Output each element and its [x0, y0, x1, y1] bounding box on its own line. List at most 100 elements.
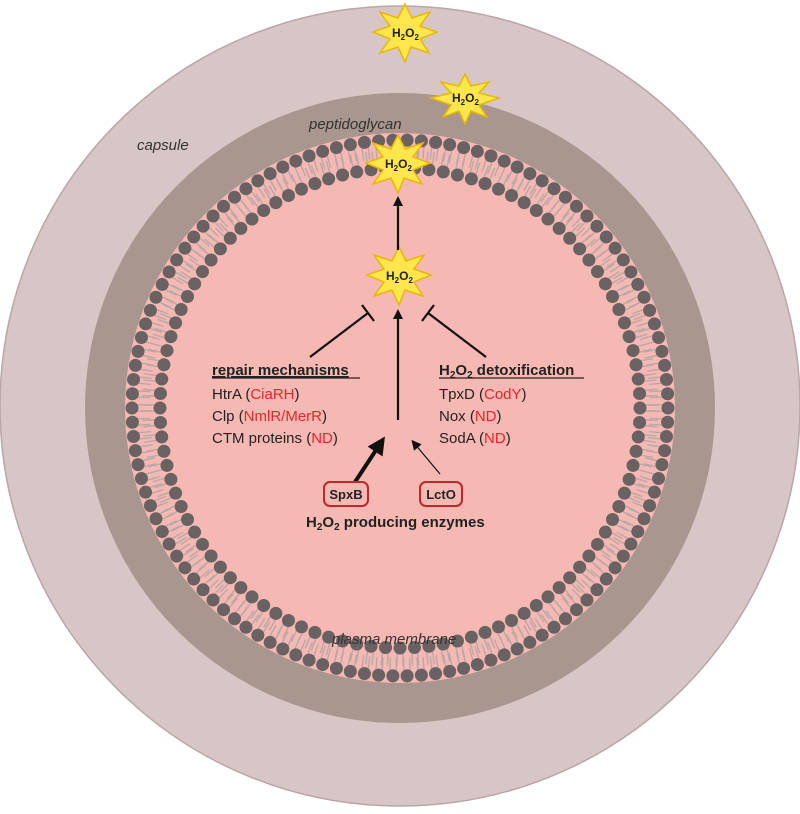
- lipid-head: [523, 635, 537, 649]
- lipid-head: [491, 620, 505, 634]
- repair-reg-nmlr: NmlR/MerR: [244, 408, 322, 425]
- lipid-head: [422, 639, 436, 653]
- lipid-head: [652, 472, 666, 486]
- h2o2-mem-o: O: [398, 157, 407, 171]
- lipid-head: [187, 572, 201, 586]
- lipid-head: [478, 177, 492, 191]
- lipid-head: [631, 372, 645, 386]
- h2o2-ctr-sub1: 2: [395, 276, 400, 285]
- detox-close-2: ): [506, 430, 511, 447]
- lipid-head: [582, 549, 596, 563]
- lipid-head: [308, 177, 322, 191]
- lipid-head: [517, 606, 531, 620]
- h2o2-cap-o: O: [465, 91, 474, 105]
- svg-text:CTM proteins (ND): CTM proteins (ND): [212, 430, 338, 447]
- h2o2-cap-sub2: 2: [474, 98, 479, 107]
- svg-text:H2O2: H2O2: [452, 91, 479, 107]
- lipid-head: [629, 358, 643, 372]
- lipid-head: [188, 525, 202, 539]
- lipid-head: [125, 415, 139, 429]
- lipid-head: [228, 190, 242, 204]
- lipid-head: [590, 219, 604, 233]
- lipid-head: [302, 653, 316, 667]
- spxb-label: SpxB: [329, 487, 362, 502]
- lipid-head: [590, 583, 604, 597]
- h2o2-star-membrane: H2O2: [363, 133, 433, 195]
- lipid-head: [616, 549, 630, 563]
- lipid-head: [497, 648, 511, 662]
- lipid-head: [350, 165, 364, 179]
- lipid-head: [573, 242, 587, 256]
- lipid-head: [204, 253, 218, 267]
- lipid-head: [624, 265, 638, 279]
- lipid-head: [484, 149, 498, 163]
- lipid-head: [131, 344, 145, 358]
- lipid-head: [295, 620, 309, 634]
- lipid-head: [617, 486, 631, 500]
- svg-text:H2O2: H2O2: [386, 269, 413, 285]
- h2o2-star-top: H2O2: [370, 2, 440, 64]
- lipid-head: [206, 593, 220, 607]
- lipid-head: [195, 537, 209, 551]
- lipid-head: [357, 667, 371, 681]
- repair-item-clp: Clp (: [212, 408, 244, 425]
- lipid-head: [178, 241, 192, 255]
- lipid-head: [626, 344, 640, 358]
- lipid-head: [153, 387, 167, 401]
- lipid-head: [322, 172, 336, 186]
- lipid-head: [269, 196, 283, 210]
- lipid-head: [541, 590, 555, 604]
- lipid-head: [180, 289, 194, 303]
- lipid-head: [643, 303, 657, 317]
- enzymes-caption-sub1: 2: [317, 522, 323, 533]
- detox-heading-sub1: 2: [450, 370, 456, 381]
- lipid-head: [622, 330, 636, 344]
- detox-close-0: ): [522, 386, 527, 403]
- lipid-head: [128, 444, 142, 458]
- lipid-head: [269, 606, 283, 620]
- lipid-head: [505, 614, 519, 628]
- cytoplasm: [167, 175, 633, 641]
- lipid-head: [612, 499, 626, 513]
- lipid-head: [606, 513, 620, 527]
- lipid-head: [174, 303, 188, 317]
- h2o2-top-h: H: [392, 26, 401, 40]
- h2o2-ctr-h: H: [386, 269, 395, 283]
- plasma-membrane-label: plasma membrane: [331, 631, 456, 648]
- lipid-head: [234, 581, 248, 595]
- lipid-head: [295, 182, 309, 196]
- lipid-head: [281, 188, 295, 202]
- h2o2-ctr-o: O: [399, 269, 408, 283]
- lipid-head: [143, 303, 157, 317]
- lipid-head: [155, 277, 169, 291]
- lipid-head: [569, 199, 583, 213]
- repair-item-ctm: CTM proteins (: [212, 430, 311, 447]
- lipid-head: [213, 560, 227, 574]
- h2o2-top-sub2: 2: [414, 33, 419, 42]
- detox-reg-cody: CodY: [484, 386, 522, 403]
- lipid-head: [510, 160, 524, 174]
- repair-reg-ciarh: CiaRH: [250, 386, 294, 403]
- lipid-head: [470, 658, 484, 672]
- lipid-head: [497, 154, 511, 168]
- lipid-head: [552, 221, 566, 235]
- lipid-head: [180, 513, 194, 527]
- lipid-head: [336, 634, 350, 648]
- lipid-head: [149, 512, 163, 526]
- lipid-head: [624, 537, 638, 551]
- h2o2-star-capsule: H2O2: [428, 72, 502, 126]
- lipid-head: [552, 581, 566, 595]
- lipid-head: [491, 182, 505, 196]
- h2o2-mem-sub1: 2: [394, 164, 399, 173]
- lipid-head: [647, 317, 661, 331]
- detox-item-soda: SodA (: [439, 430, 484, 447]
- lipid-head: [658, 358, 672, 372]
- lipid-head: [598, 525, 612, 539]
- svg-text:TpxD (CodY): TpxD (CodY): [439, 386, 527, 403]
- lipid-head: [637, 290, 651, 304]
- lipid-head: [155, 525, 169, 539]
- lipid-head: [155, 430, 169, 444]
- lipid-head: [206, 209, 220, 223]
- lipid-head: [484, 653, 498, 667]
- lipid-head: [379, 641, 393, 655]
